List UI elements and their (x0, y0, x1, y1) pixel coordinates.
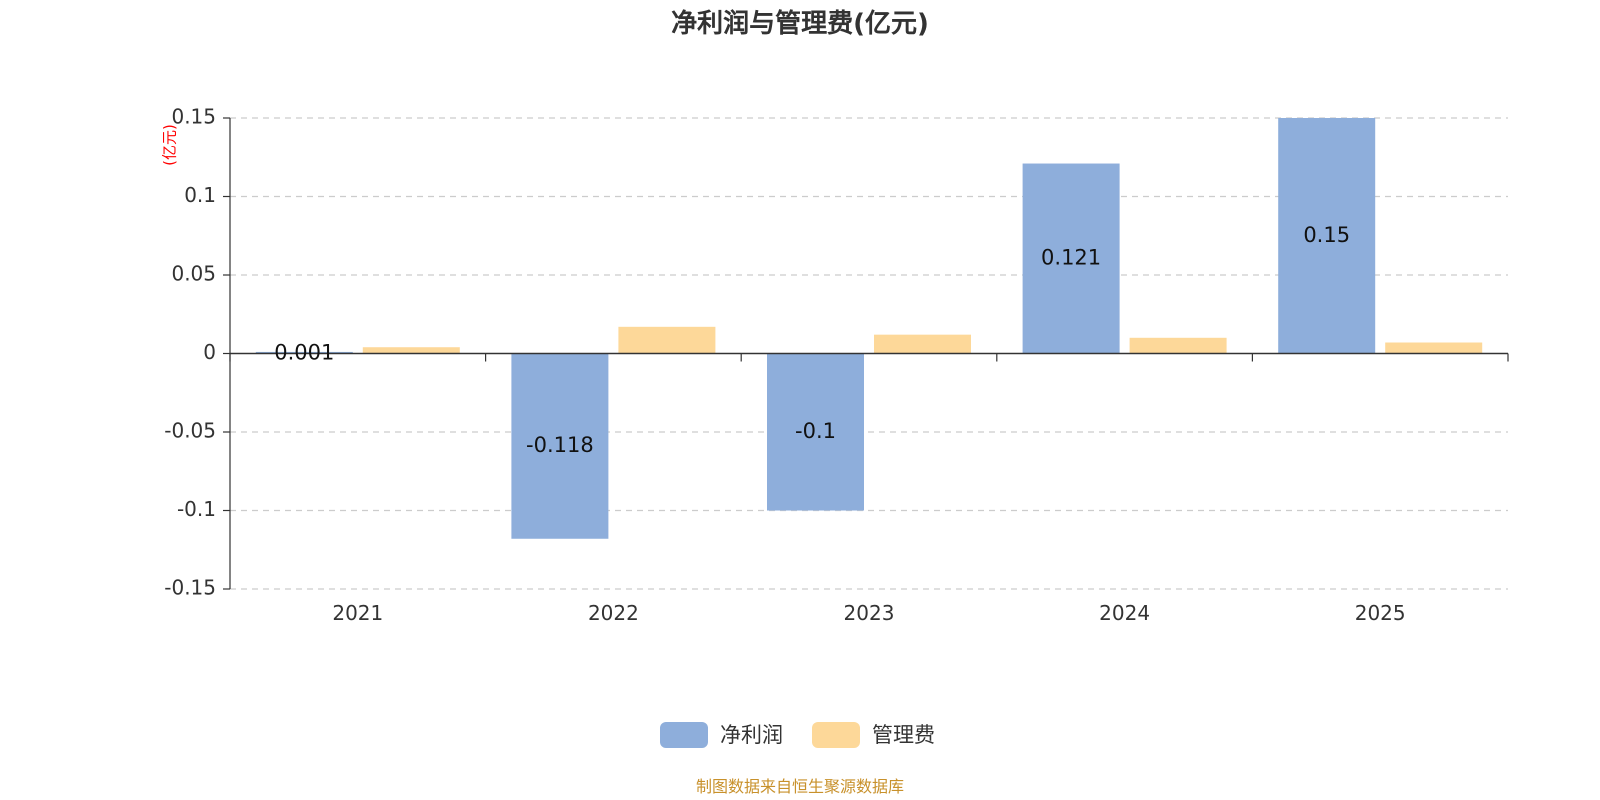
bar-admin-expense-2023 (874, 334, 971, 354)
x-tick-label: 2022 (588, 601, 639, 625)
data-label: 0.121 (1041, 246, 1101, 270)
legend: 净利润 管理费 (660, 722, 935, 748)
x-tick-label: 2024 (1099, 601, 1150, 625)
data-label: -0.1 (795, 419, 836, 443)
y-axis-unit-label: (亿元) (161, 124, 179, 166)
y-tick-label: 0 (203, 340, 216, 364)
bars-group (255, 118, 1483, 539)
data-label: 0.15 (1303, 223, 1350, 247)
x-tick-label: 2025 (1355, 601, 1406, 625)
data-labels: 0.001 -0.118 -0.1 0.121 0.15 (274, 223, 1350, 457)
bar-net-profit-2024 (1022, 163, 1120, 354)
y-tick-label: 0.1 (184, 183, 216, 207)
bar-admin-expense-2022 (618, 326, 716, 354)
bar-net-profit-2021 (255, 351, 353, 354)
bar-net-profit-2023 (767, 353, 864, 511)
bar-admin-expense-2024 (1129, 337, 1227, 354)
bar-admin-expense-2021 (362, 347, 460, 354)
y-tick-label: -0.1 (177, 497, 216, 521)
data-source-note: 制图数据来自恒生聚源数据库 (696, 777, 904, 796)
legend-swatch (660, 722, 708, 748)
y-tick-label: 0.05 (171, 262, 216, 286)
x-tick-label: 2023 (844, 601, 895, 625)
grid-lines (230, 117, 1508, 590)
data-label: 0.001 (274, 341, 334, 365)
legend-label: 净利润 (720, 723, 783, 747)
legend-label: 管理费 (872, 723, 935, 747)
bar-net-profit-2025 (1278, 118, 1376, 354)
legend-swatch (812, 722, 860, 748)
axes: -0.15 -0.1 -0.05 0 0.05 0.1 0.15 2021 2022 2023 20… (164, 105, 1509, 625)
bar-admin-expense-2025 (1385, 342, 1483, 354)
data-label: -0.118 (526, 433, 594, 457)
y-tick-label: -0.05 (164, 419, 216, 443)
bar-net-profit-2022 (511, 353, 609, 539)
x-tick-label: 2021 (332, 601, 383, 625)
y-tick-label: 0.15 (171, 105, 216, 129)
y-tick-label: -0.15 (164, 576, 216, 600)
chart-title: 净利润与管理费(亿元) (671, 8, 929, 39)
